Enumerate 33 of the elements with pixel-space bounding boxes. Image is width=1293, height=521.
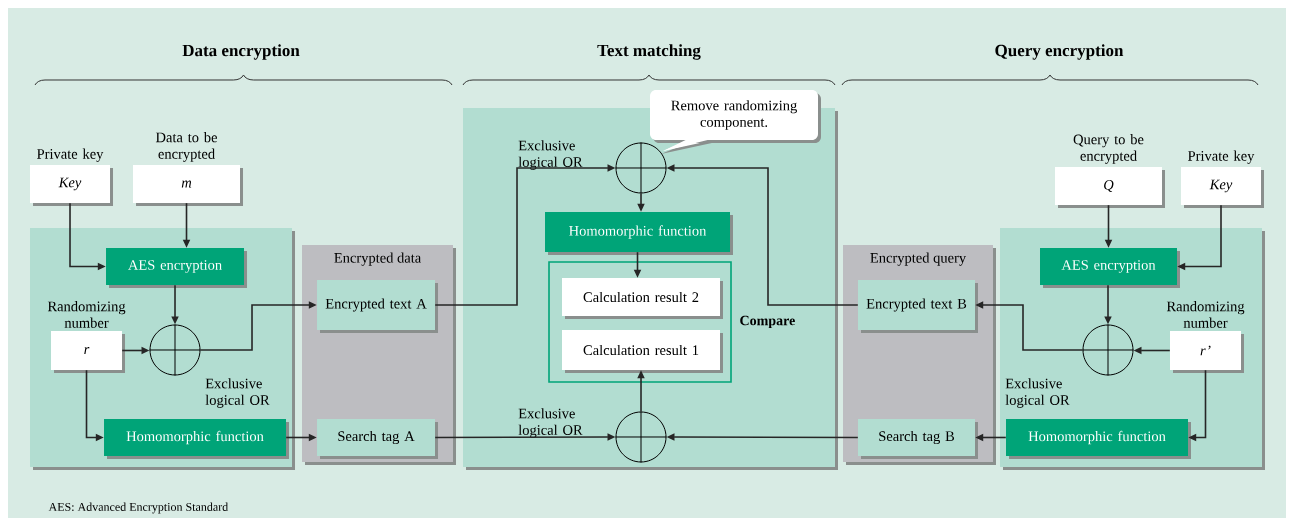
- data-box: Encrypted text B: [858, 280, 978, 333]
- heading-label: Query to be encrypted: [1073, 134, 1144, 164]
- function-box: Homomorphic function: [104, 419, 289, 459]
- value-box: m: [133, 165, 243, 206]
- operation-label: Exclusive logical OR: [518, 408, 583, 438]
- value-box: r: [51, 331, 125, 373]
- operation-label: Exclusive logical OR: [518, 140, 583, 170]
- result-box: Calculation result 2: [562, 278, 723, 319]
- function-box: AES encryption: [106, 248, 247, 288]
- value-box: r’: [1170, 331, 1244, 373]
- heading-label: Randomizing number: [1166, 301, 1245, 328]
- function-box: AES encryption: [1040, 248, 1180, 288]
- footnote: AES: Advanced Encryption Standard: [48, 502, 229, 514]
- section-title: Query encryption: [995, 44, 1124, 60]
- heading-label: Data to be encrypted: [155, 132, 217, 162]
- function-box: Homomorphic function: [1006, 419, 1191, 459]
- data-box: Encrypted text A: [317, 280, 438, 333]
- heading-label: Private key: [37, 148, 104, 162]
- section-title: Text matching: [597, 44, 701, 60]
- value-box: Key: [1181, 167, 1264, 208]
- operation-label: Exclusive logical OR: [205, 378, 270, 408]
- heading-label: Private key: [1188, 150, 1255, 164]
- compare-label: Compare: [740, 315, 795, 329]
- speech-bubble: Remove randomizing component.: [650, 90, 821, 154]
- value-box: Q: [1055, 167, 1165, 208]
- operation-label: Exclusive logical OR: [1005, 378, 1070, 408]
- function-box: Homomorphic function: [545, 212, 733, 255]
- data-box: Search tag A: [317, 419, 438, 459]
- data-box: Search tag B: [858, 419, 978, 459]
- heading-label: Randomizing number: [47, 301, 126, 328]
- section-title: Data encryption: [182, 44, 300, 60]
- result-box: Calculation result 1: [562, 330, 723, 373]
- value-box: Key: [30, 165, 113, 206]
